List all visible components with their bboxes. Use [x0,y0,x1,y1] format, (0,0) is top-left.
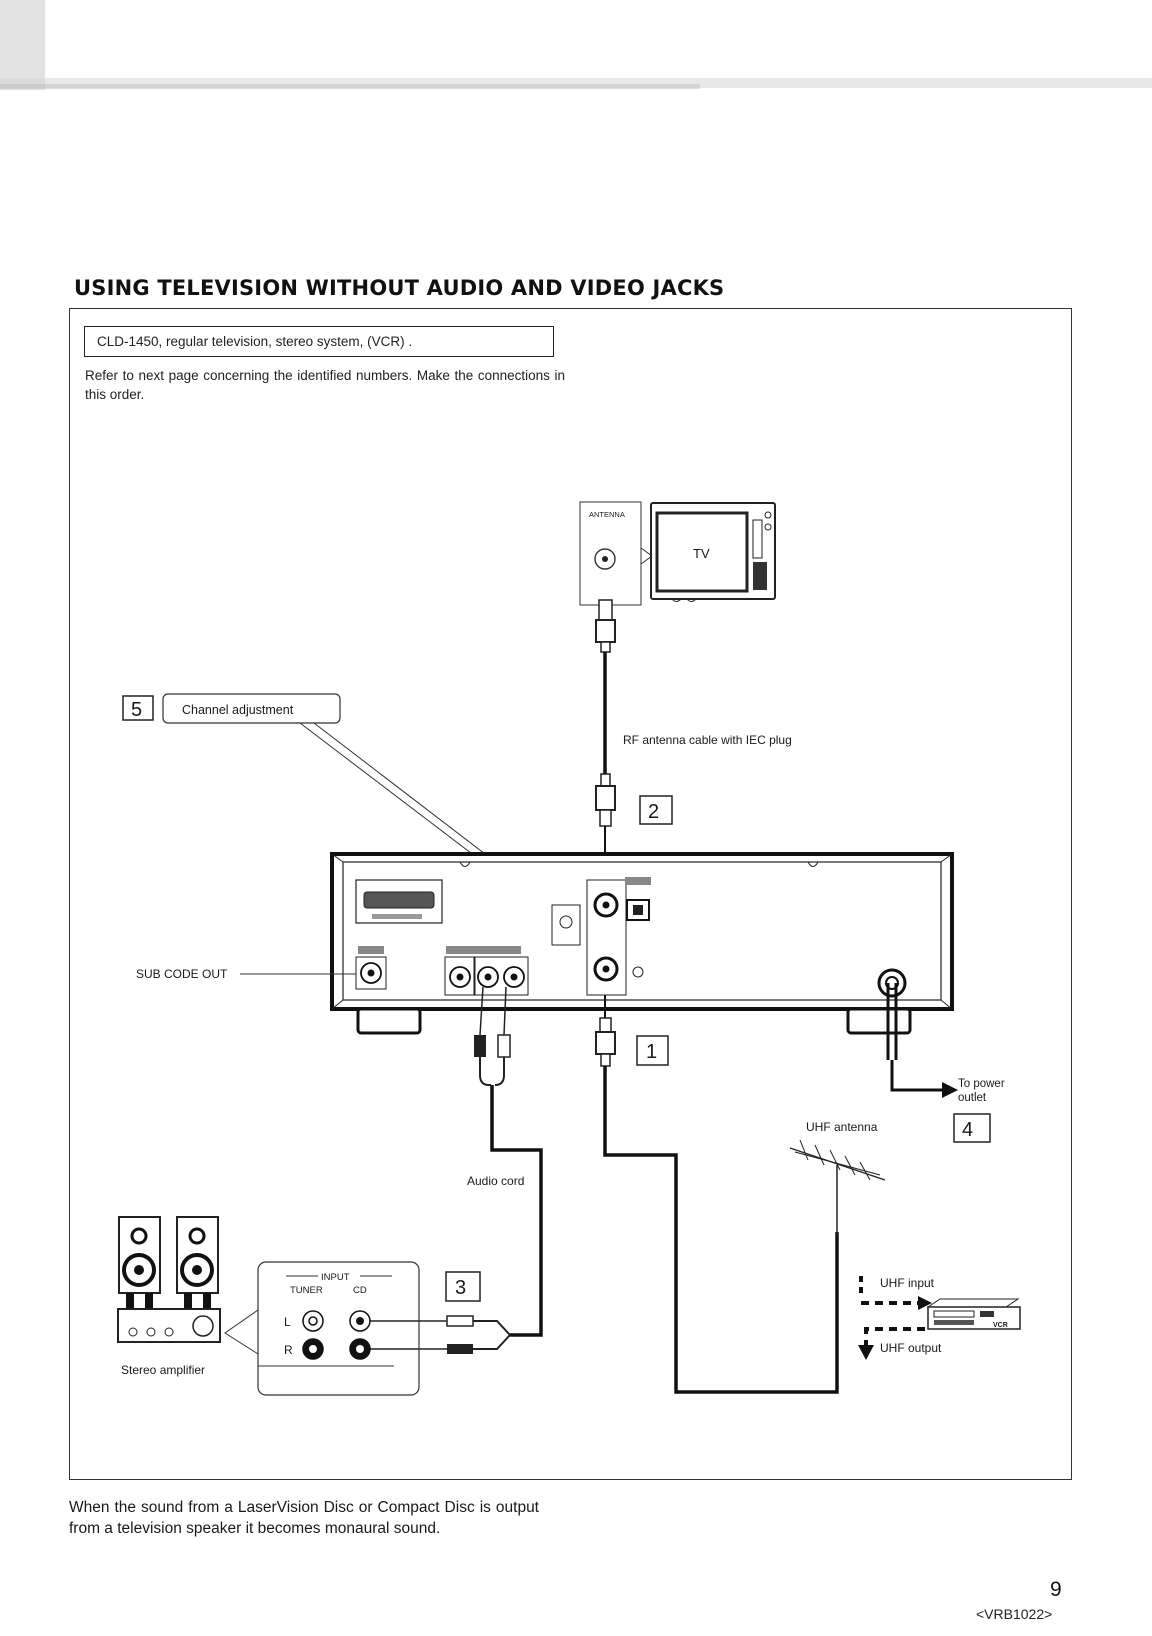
vcr-icon: VCR [926,1298,1021,1330]
sub-code-out-jack-icon [360,962,382,984]
arrow-right-icon [918,1296,932,1310]
tuner-label: TUNER [290,1285,323,1296]
sub-code-out-label: SUB CODE OUT [136,967,228,981]
step-3-label: 3 [455,1277,466,1299]
scan-noise-strip [0,0,1152,90]
step-3-box [445,1271,481,1302]
amplifier-input-panel: INPUT TUNER CD L R [224,1261,420,1396]
page-title: USING TELEVISION WITHOUT AUDIO AND VIDEO… [74,276,725,300]
step-1-label: 1 [646,1041,657,1063]
rf-antenna-cable: RF antenna cable with IEC plug [595,599,792,870]
vcr-alternative: UHF input UHF output VCR [858,1276,1021,1360]
power-cord: To power outlet [886,983,1005,1104]
step-5-label: 5 [131,699,142,721]
cd-label: CD [353,1285,367,1296]
monaural-note: When the sound from a LaserVision Disc o… [69,1499,539,1537]
step-2-box [639,795,673,825]
uhf-antenna-cable [595,995,839,1394]
uhf-antenna-label: UHF antenna [806,1120,878,1134]
stereo-amplifier-label: Stereo amplifier [121,1363,205,1377]
diagram-frame [69,308,1072,1480]
antenna-wall-box: ANTENNA [579,501,653,606]
step-2-label: 2 [648,801,659,823]
vcr-label: VCR [993,1322,1008,1329]
tv-label: TV [693,546,710,561]
audio-cord-label: Audio cord [467,1174,524,1188]
step-4-box [953,1113,991,1143]
power-outlet-label-line1: To power [958,1078,1005,1090]
step-4-label: 4 [962,1119,973,1141]
arrow-right-icon [942,1082,958,1098]
audio-cord: Audio cord [356,986,543,1354]
stereo-amplifier-icon: Stereo amplifier [117,1216,221,1377]
uhf-output-label: UHF output [880,1341,942,1355]
rf-cable-label: RF antenna cable with IEC plug [623,733,792,747]
equipment-list-box: CLD-1450, regular television, stereo sys… [84,326,554,357]
tuner-l-jack-icon [302,1310,324,1332]
channel-adjustment-callout: 5 Channel adjustment [122,693,567,921]
uhf-antenna-icon: UHF antenna [789,1120,886,1235]
document-code: <VRB1022> [976,1606,1053,1622]
player-rear-panel [330,852,954,1035]
input-label: INPUT [321,1272,350,1283]
arrow-down-icon [858,1345,874,1360]
tv-icon: TV [650,502,776,602]
antenna-box-label: ANTENNA [589,510,625,519]
power-outlet-label-line2: outlet [958,1092,987,1104]
intro-text: Refer to next page concerning the identi… [85,368,565,402]
channel-adjustment-label: Channel adjustment [182,703,294,717]
left-channel-label: L [284,1315,291,1329]
step-1-box [636,1035,669,1066]
uhf-input-label: UHF input [880,1276,935,1290]
antenna-socket-icon [594,548,616,570]
right-channel-label: R [284,1343,293,1357]
page-number: 9 [1050,1578,1062,1601]
